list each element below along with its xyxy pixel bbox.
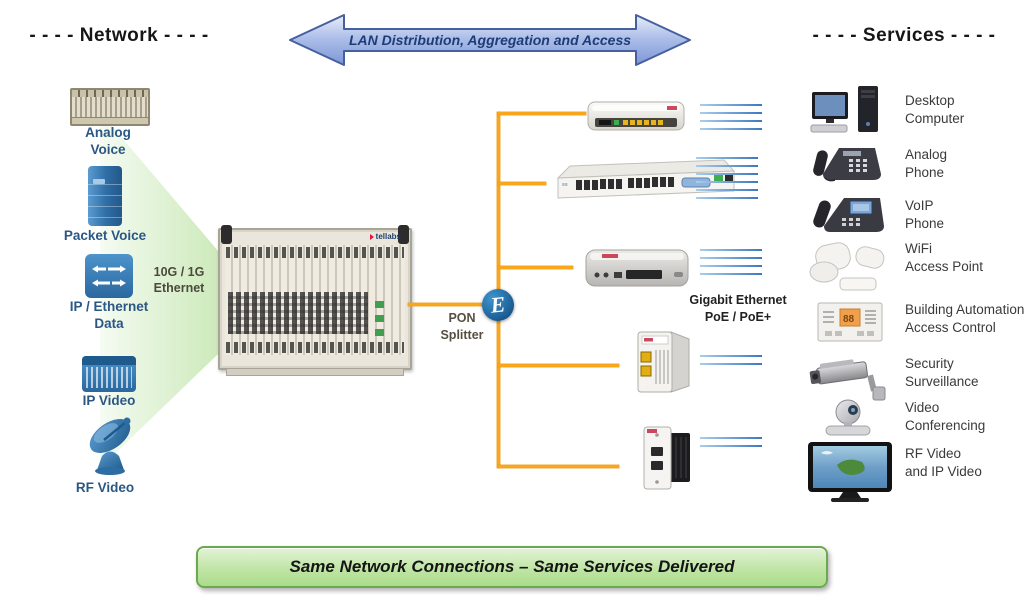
ethernet-cables-4 [700,355,762,371]
ethernet-switch-24port-icon: ≡≡ [556,159,736,199]
network-section-title: - - - - Network - - - - [29,25,209,46]
thermostat-panel-icon: 88 [817,302,883,342]
pon-splitter-label: PON Splitter [440,311,484,342]
switch-arrows-icon [92,265,126,287]
channel-bank-shelf-icon [70,88,150,126]
gigabit-ethernet-label: Gigabit Ethernet PoE / PoE+ [689,293,787,324]
security-camera-icon [809,359,886,401]
label-analog-phone: Analog Phone [905,147,948,180]
label-wifi-access-point: WiFi Access Point [905,241,984,274]
label-video-conferencing: Video Conferencing [905,400,986,433]
label-rf-video: RF Video [75,480,135,495]
label-security-surveillance: Security Surveillance [905,356,979,389]
analog-phone-icon [813,148,881,182]
olt-chassis: tellabs [218,225,412,376]
pon-branch-5 [498,465,619,468]
pon-branch-2 [498,182,546,185]
pon-branch-4 [498,364,619,367]
bottom-banner: Same Network Connections – Same Services… [196,546,828,588]
label-ip-video: IP Video [82,393,136,408]
ptz-camera-icon [825,399,871,436]
pon-branch-1 [498,112,586,115]
satellite-dish-icon [89,417,131,475]
olt-to-splitter-line [408,303,488,306]
wall-mount-ont-icon [637,331,690,393]
desktop-computer-icon [810,86,878,133]
ethernet-cables-2 [696,157,758,205]
video-headend-icon [82,356,136,392]
tellabs-logo: tellabs [370,232,401,241]
server-tower-icon [88,166,122,226]
gateway-ont-icon [587,101,685,131]
wall-plate-ont-icon [643,426,690,490]
ethernet-cables-5 [700,437,762,453]
label-analog-voice: Analog Voice [85,125,131,157]
svg-text:≡≡: ≡≡ [562,182,568,188]
pon-branch-3 [498,266,573,269]
label-building-automation: Building Automation Access Control [905,302,1025,335]
label-rf-ip-video: RF Video and IP Video [905,446,982,479]
double-arrow-banner [289,14,691,66]
ethernet-cables-1 [700,104,762,136]
label-desktop-computer: Desktop Computer [905,93,965,126]
desktop-ont-icon [585,249,689,287]
label-packet-voice: Packet Voice [63,228,147,243]
voip-phone-icon [813,198,884,232]
label-ip-ethernet-data: IP / Ethernet Data [69,299,149,331]
ethernet-cables-3 [700,249,762,281]
services-section-title: - - - - Services - - - - [812,25,996,46]
uplink-speed-label: 10G / 1G Ethernet [153,265,205,295]
label-voip-phone: VoIP Phone [905,198,945,231]
arrow-title: LAN Distribution, Aggregation and Access [348,32,632,48]
television-icon [808,442,892,502]
wifi-access-point-icon [809,242,885,291]
ethernet-switch-icon [85,254,133,298]
svg-text:88: 88 [843,314,855,325]
